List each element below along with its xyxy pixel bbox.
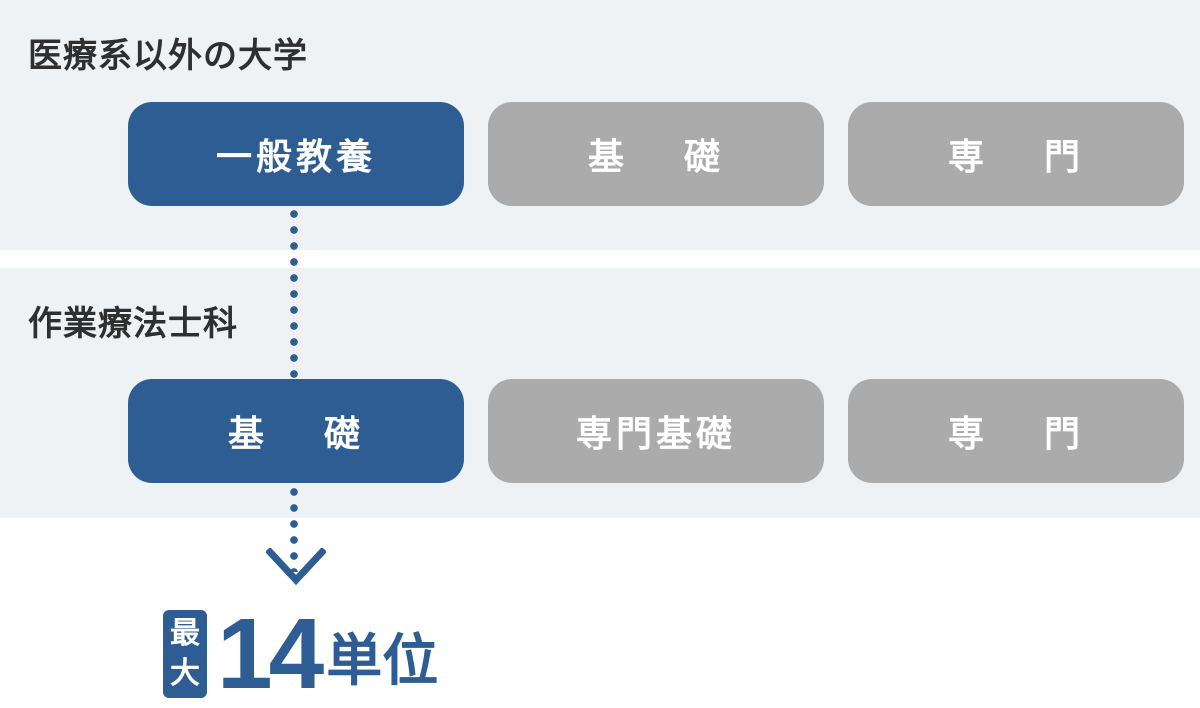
pill-label-part: 礎 [324, 414, 365, 455]
chevron-down-icon [266, 548, 326, 586]
pill-label-part: 門 [1044, 137, 1085, 178]
pill-label: 専 門 [948, 405, 1084, 457]
pill-label-part: 専 [947, 137, 988, 178]
pill-label-part: 基 [587, 137, 628, 178]
pill-specialty-foundation-ot: 専門基礎 [488, 379, 824, 483]
pill-label-part: 礎 [684, 137, 725, 178]
pill-specialty-other: 専 門 [848, 102, 1184, 206]
credit-count: 14 [217, 598, 324, 708]
pill-specialty-ot: 専 門 [848, 379, 1184, 483]
section-title-other-university: 医療系以外の大学 [28, 36, 308, 76]
credit-unit: 単位 [326, 629, 439, 694]
pill-label-part: 専 [947, 414, 988, 455]
pill-label: 基 礎 [228, 405, 364, 457]
pill-label: 専門基礎 [575, 414, 736, 455]
max-badge: 最 大 [163, 610, 207, 698]
section-title-ot-course: 作業療法士科 [28, 304, 238, 344]
pill-label: 専 門 [948, 128, 1084, 180]
pill-foundation-ot: 基 礎 [128, 379, 464, 483]
max-badge-top: 最 [170, 616, 200, 651]
pill-foundation-other: 基 礎 [488, 102, 824, 206]
pill-label: 一般教養 [215, 137, 376, 178]
credit-transfer-result: 最 大 14 単位 [163, 598, 439, 708]
dotted-connector [290, 206, 298, 378]
pill-general-education: 一般教養 [128, 102, 464, 206]
pill-label: 基 礎 [588, 128, 724, 180]
pill-label-part: 門 [1044, 414, 1085, 455]
dotted-connector [290, 484, 298, 572]
max-badge-bottom: 大 [170, 656, 200, 691]
pill-label-part: 基 [227, 414, 268, 455]
